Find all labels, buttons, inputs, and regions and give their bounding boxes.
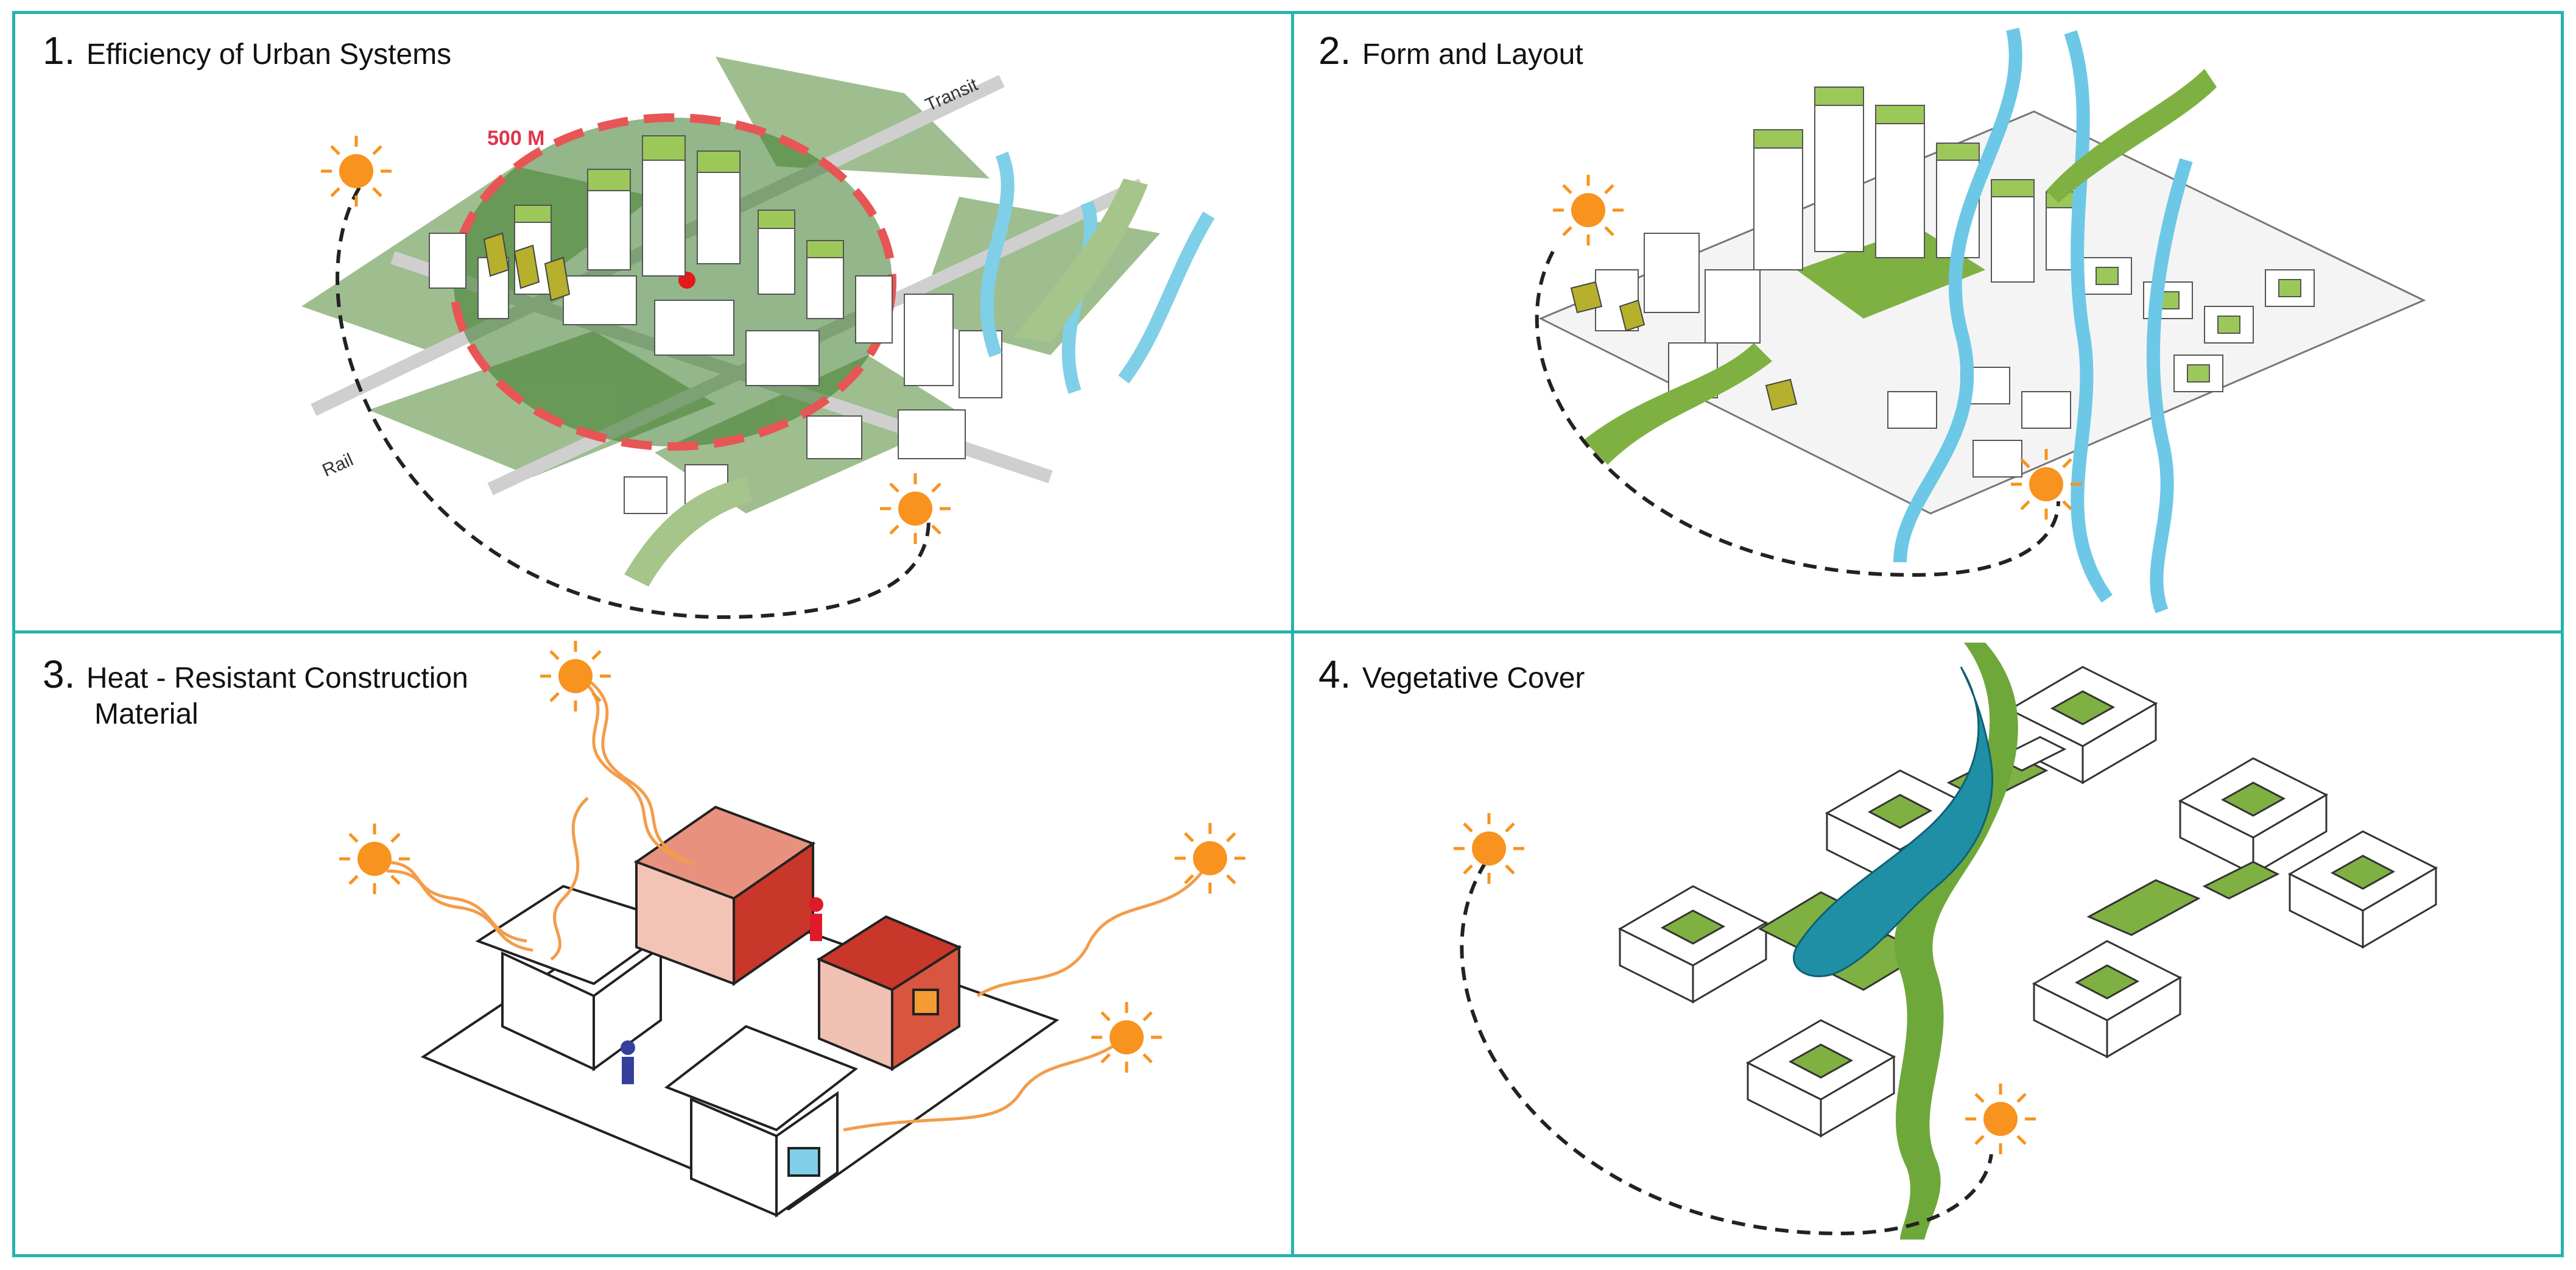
radius-label: 500 M (487, 127, 545, 150)
urban-systems-illustration: 500 M Transit Rail (301, 57, 1215, 619)
panel-heat-resistant-material: 3. Heat - Resistant Construction Materia… (15, 630, 1288, 1252)
courtyard-blocks (1617, 666, 2438, 1138)
sun-icon (1553, 175, 1624, 245)
panel-4-number: 4. (1318, 652, 1351, 696)
panel-2-number: 2. (1318, 29, 1351, 72)
greenway-west (1583, 343, 1772, 465)
courtyard-blocks (1887, 257, 2315, 478)
panel-1-title: Efficiency of Urban Systems (86, 38, 452, 71)
panel-3-number: 3. (43, 652, 76, 696)
sun-path (1460, 861, 1993, 1236)
sun-path (336, 186, 931, 619)
sun-icon (540, 641, 611, 711)
rail-label: Rail (319, 450, 356, 481)
heat-rays (380, 678, 1211, 1132)
city-base (1538, 110, 2426, 515)
diagram-grid (12, 11, 2564, 1257)
panel-3-heading: 3. Heat - Resistant Construction (43, 655, 468, 694)
sun-icon (2011, 449, 2082, 520)
river (1792, 666, 1993, 978)
building (816, 915, 962, 1071)
solar-panels (1570, 281, 1798, 411)
panel-4-heading: 4. Vegetative Cover (1318, 655, 1585, 694)
horizontal-divider (15, 630, 2561, 633)
building (664, 1025, 859, 1218)
building (475, 884, 682, 1071)
panel-1-number: 1. (43, 29, 76, 72)
panel-2-title: Form and Layout (1362, 38, 1583, 71)
vegetative-cover-illustration (1454, 643, 2438, 1240)
panel-efficiency-urban-systems: 1. Efficiency of Urban Systems 500 M Tra… (15, 14, 1288, 626)
greenway (1014, 178, 1148, 343)
panel-3-title: Heat - Resistant Construction (86, 662, 468, 694)
person-icon (809, 897, 823, 941)
sun-icon (880, 473, 951, 544)
panel-3-title-line2: Material (94, 698, 199, 730)
solar-panels (483, 232, 571, 302)
heat-construction-illustration (339, 641, 1245, 1218)
greenway-south (624, 477, 752, 587)
rivers (1893, 27, 2193, 613)
greenway (2046, 69, 2217, 203)
form-layout-illustration (1535, 27, 2426, 613)
sun-icon (1091, 1002, 1162, 1073)
panel-1-heading: 1. Efficiency of Urban Systems (43, 31, 451, 70)
panel-2-heading: 2. Form and Layout (1318, 31, 1583, 70)
panel-vegetative-cover: 4. Vegetative Cover (1291, 630, 2564, 1252)
building (633, 805, 816, 986)
panel-4-title: Vegetative Cover (1362, 662, 1585, 694)
vertical-divider (1291, 14, 1294, 1254)
sun-icon (1965, 1084, 2036, 1154)
sun-icon (321, 136, 392, 206)
sun-icon (1454, 813, 1524, 884)
panel-form-and-layout: 2. Form and Layout (1291, 14, 2564, 626)
sun-icon (1175, 823, 1245, 894)
sun-icon (339, 824, 410, 894)
person-icon (621, 1040, 635, 1084)
